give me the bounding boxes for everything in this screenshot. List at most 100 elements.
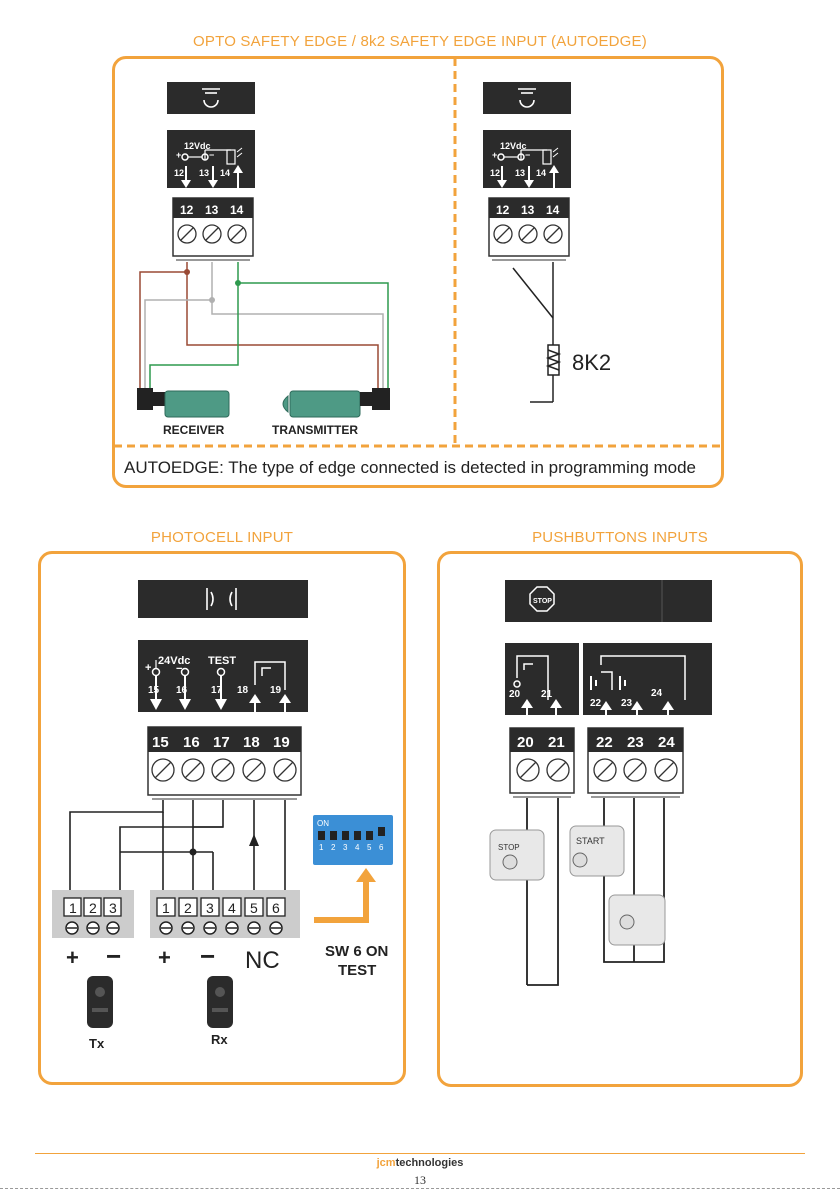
page-number: 13 <box>414 1173 426 1187</box>
svg-text:13: 13 <box>199 168 209 178</box>
rx-terminal-2: 2 <box>184 900 192 916</box>
pushbutton-terminal-21: 21 <box>548 734 565 751</box>
photocell-terminal-18: 18 <box>243 734 260 751</box>
rx-plus-label: + <box>158 945 171 970</box>
svg-text:STOP: STOP <box>533 598 552 605</box>
pushbutton-connection-block-a <box>505 643 579 715</box>
footer-divider <box>35 1153 805 1154</box>
footer-brand: jcmtechnologies <box>0 1157 840 1169</box>
edge-icon-block <box>167 82 255 114</box>
svg-text:14: 14 <box>536 168 546 178</box>
svg-text:20: 20 <box>509 689 521 700</box>
svg-text:16: 16 <box>176 685 188 696</box>
svg-text:19: 19 <box>270 685 282 696</box>
photocell-terminal-17: 17 <box>213 734 230 751</box>
svg-text:13: 13 <box>515 168 525 178</box>
rx-device <box>207 976 233 1028</box>
photocell-icon-block <box>138 580 308 618</box>
tx-plus-label: + <box>66 945 79 970</box>
svg-text:18: 18 <box>237 685 249 696</box>
svg-text:12: 12 <box>490 168 500 178</box>
tx-terminal-1: 1 <box>69 900 77 916</box>
pushbutton-connection-block-b <box>583 643 712 715</box>
svg-text:−: − <box>525 150 530 160</box>
svg-text:24: 24 <box>651 688 663 699</box>
photocell-terminal-15: 15 <box>152 734 169 751</box>
photocell-diagram: 24Vdc TEST + − 15 16 17 18 19 15 16 17 1… <box>52 580 393 1051</box>
rx-minus-label: − <box>200 941 215 971</box>
nc-label: NC <box>245 947 280 974</box>
autoedge-caption: AUTOEDGE: The type of edge connected is … <box>124 458 697 477</box>
svg-text:2: 2 <box>331 843 336 852</box>
opto-voltage-label: 12Vdc <box>184 141 211 151</box>
svg-text:22: 22 <box>590 698 602 709</box>
photocell-panel <box>38 551 406 1085</box>
svg-text:12Vdc: 12Vdc <box>500 141 527 151</box>
transmitter-label: TRANSMITTER <box>272 423 358 437</box>
pushbutton-terminal-24: 24 <box>658 734 675 751</box>
svg-text:12: 12 <box>496 203 510 217</box>
start-pushbutton <box>569 825 625 877</box>
dip-switch <box>313 815 393 865</box>
opto-section-title: OPTO SAFETY EDGE / 8k2 SAFETY EDGE INPUT… <box>193 33 647 50</box>
svg-text:14: 14 <box>546 203 560 217</box>
rx-terminal-6: 6 <box>272 900 280 916</box>
svg-text:12: 12 <box>174 168 184 178</box>
rx-terminal-1: 1 <box>162 900 170 916</box>
photocell-terminal-19: 19 <box>273 734 290 751</box>
transmitter-device <box>282 388 390 418</box>
brand-suffix: technologies <box>395 1157 464 1169</box>
opto-diagram: 12Vdc + − 12 13 14 12 13 14 <box>114 58 722 448</box>
opto-terminal-14: 14 <box>230 203 244 217</box>
rx-label: Rx <box>211 1032 228 1047</box>
svg-text:+: + <box>145 662 151 674</box>
rx-terminal-5: 5 <box>250 900 258 916</box>
pushbuttons-section-title: PUSHBUTTONS INPUTS <box>532 529 708 546</box>
pushbutton-terminal-20: 20 <box>517 734 534 751</box>
svg-text:23: 23 <box>621 698 633 709</box>
svg-text:+: + <box>176 150 181 160</box>
opto-connection-block-right <box>483 130 571 188</box>
rx-terminal-4: 4 <box>228 900 236 916</box>
safety-edge-icon <box>202 88 220 108</box>
bottom-dotted-line <box>0 1188 840 1189</box>
wire-17 <box>119 800 224 902</box>
svg-text:+: + <box>492 150 497 160</box>
opto-terminal-13: 13 <box>205 203 219 217</box>
svg-text:1: 1 <box>319 843 324 852</box>
tx-terminal-3: 3 <box>109 900 117 916</box>
photocell-icon <box>206 588 237 610</box>
dip-on-label: ON <box>317 819 329 828</box>
brand-prefix: jcm <box>376 1157 396 1169</box>
stop-button-label: STOP <box>498 843 520 852</box>
pushbutton-3 <box>608 894 666 946</box>
grey-wire <box>144 262 213 390</box>
pushbutton-terminal-23: 23 <box>627 734 644 751</box>
start-button-label: START <box>576 836 605 846</box>
tx-label: Tx <box>89 1036 105 1051</box>
sw-label-line1: SW 6 ON <box>325 943 388 960</box>
stop-icon <box>529 586 555 612</box>
pushbutton-terminal-22: 22 <box>596 734 613 751</box>
sw-label-line2: TEST <box>338 962 376 979</box>
edge-icon-block-right <box>483 82 571 114</box>
opto-terminal-12: 12 <box>180 203 194 217</box>
tx-device <box>87 976 113 1028</box>
resistor-label: 8K2 <box>572 350 611 375</box>
svg-text:5: 5 <box>367 843 372 852</box>
stop-pushbutton <box>489 829 545 881</box>
svg-text:3: 3 <box>343 843 348 852</box>
svg-text:21: 21 <box>541 689 553 700</box>
tx-minus-label: − <box>106 941 121 971</box>
svg-text:4: 4 <box>355 843 360 852</box>
rx-terminal-3: 3 <box>206 900 214 916</box>
photocell-section-title: PHOTOCELL INPUT <box>150 529 294 546</box>
pushbuttons-panel <box>437 551 803 1087</box>
svg-text:−: − <box>209 150 214 160</box>
wire-15 <box>69 800 164 902</box>
svg-text:17: 17 <box>211 685 223 696</box>
svg-text:15: 15 <box>148 685 160 696</box>
brown-wire <box>139 262 188 390</box>
receiver-label: RECEIVER <box>163 423 225 437</box>
tx-terminal-2: 2 <box>89 900 97 916</box>
